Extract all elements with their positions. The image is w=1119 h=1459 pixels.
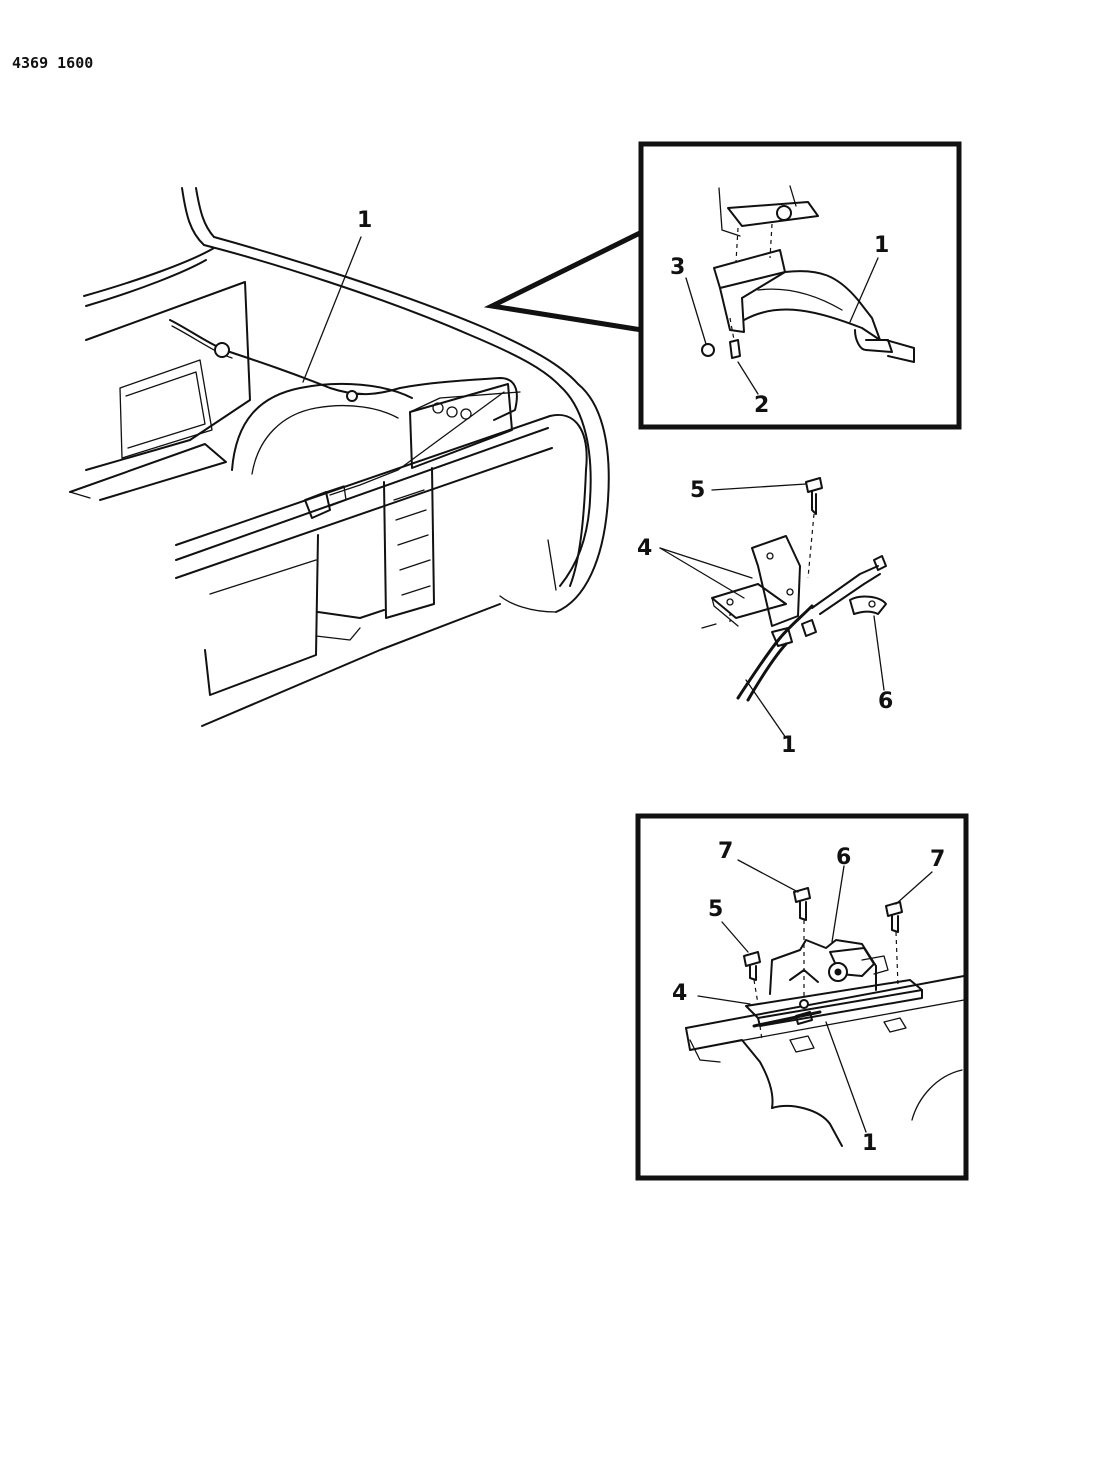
callout-clip-middle: 6 [878, 689, 893, 714]
callout-cable-top: 1 [874, 233, 889, 258]
inset-bottom-latch [635, 813, 969, 1181]
callout-bracket-bottom: 4 [672, 981, 687, 1006]
callout-washer-top: 3 [670, 255, 685, 280]
callout-bolt-left-bottom: 7 [718, 839, 733, 864]
callout-bolt-right-bottom: 7 [930, 847, 945, 872]
callout-screw-middle: 5 [690, 478, 705, 503]
callout-screw-bottom: 5 [708, 897, 723, 922]
inset-top-detail [483, 141, 962, 430]
callout-cable-overview: 1 [357, 208, 372, 233]
document-id: 4369 1600 [12, 54, 93, 72]
callout-bolt-top: 2 [754, 393, 769, 418]
callout-bracket-middle: 4 [637, 536, 652, 561]
bracket-exploded-view [659, 477, 887, 739]
callout-cable-middle: 1 [781, 733, 796, 758]
callout-latch-bottom: 6 [836, 845, 851, 870]
callout-cable-bottom: 1 [862, 1131, 877, 1156]
trunk-overview [69, 187, 610, 727]
